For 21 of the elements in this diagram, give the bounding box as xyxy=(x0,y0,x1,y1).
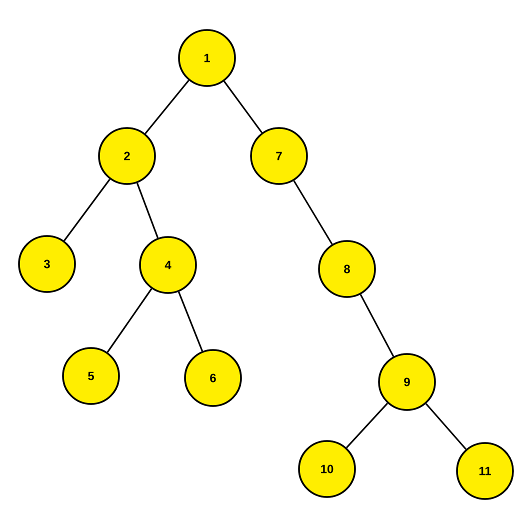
connector-line xyxy=(425,403,467,450)
connector-line xyxy=(178,292,204,352)
circle-node: 11 xyxy=(456,442,514,500)
circle-node: 7 xyxy=(250,127,308,185)
circle-node: 6 xyxy=(184,349,242,407)
circle-node: 9 xyxy=(378,353,436,411)
connector-line xyxy=(136,182,159,238)
circle-node: 4 xyxy=(139,236,197,294)
connector-line xyxy=(293,180,333,245)
circle-node: 10 xyxy=(298,440,356,498)
connector-line xyxy=(64,178,110,242)
connector-line xyxy=(346,402,388,448)
connector-line xyxy=(106,288,152,353)
circle-node: 2 xyxy=(98,127,156,185)
connector-line xyxy=(360,294,394,357)
circle-node: 1 xyxy=(178,29,236,87)
circle-node: 8 xyxy=(318,240,376,298)
connector-line xyxy=(144,80,190,134)
circle-node: 5 xyxy=(62,347,120,405)
connector-line xyxy=(223,80,263,134)
circle-node: 3 xyxy=(18,235,76,293)
